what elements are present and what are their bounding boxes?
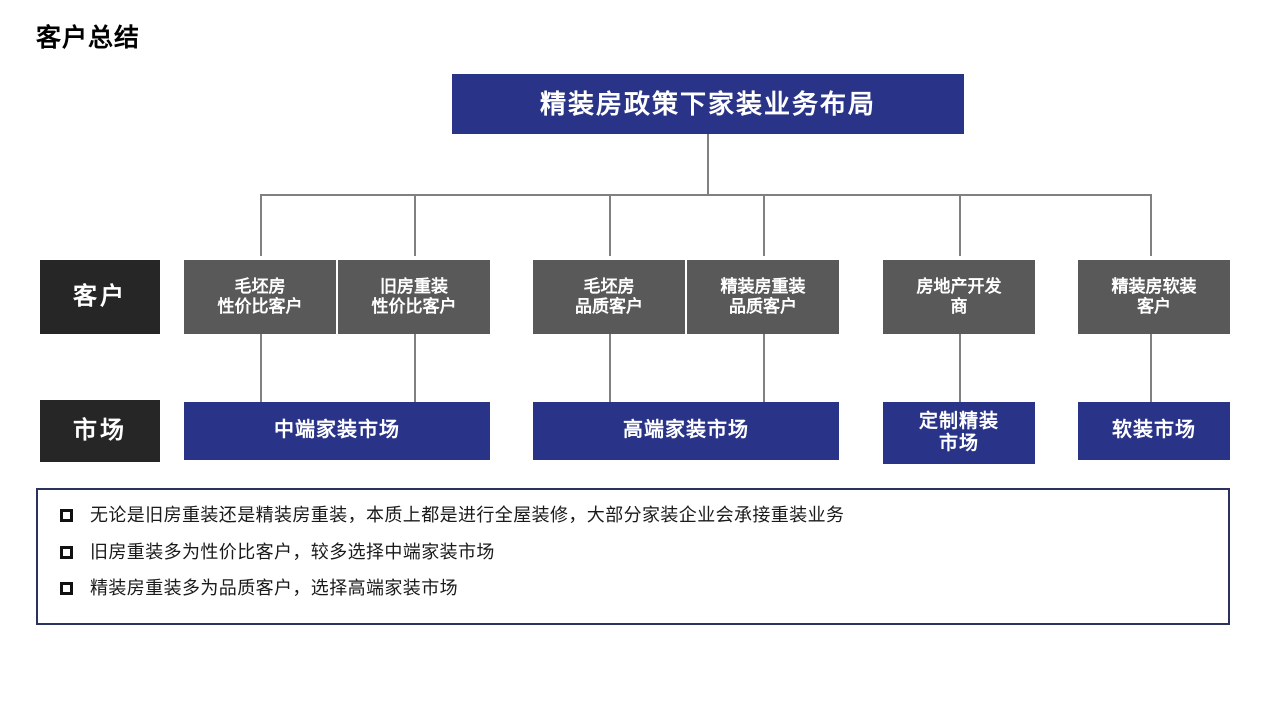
note-text-2: 旧房重装多为性价比客户，较多选择中端家装市场	[90, 541, 495, 562]
market-box-high-end[interactable]: 高端家装市场	[533, 402, 839, 460]
customer-box-3[interactable]: 毛坯房 品质客户	[533, 260, 685, 334]
market-box-mid-range[interactable]: 中端家装市场	[184, 402, 490, 460]
notes-panel: 无论是旧房重装还是精装房重装，本质上都是进行全屋装修，大部分家装企业会承接重装业…	[36, 488, 1230, 625]
note-item-2: 旧房重装多为性价比客户，较多选择中端家装市场	[38, 541, 1228, 564]
page-title: 客户总结	[36, 24, 141, 52]
square-bullet-icon	[60, 582, 73, 595]
connector-drop-customer-1	[260, 194, 262, 256]
root-node-box[interactable]: 精装房政策下家装业务布局	[452, 74, 964, 134]
connector-horizontal-bus	[261, 194, 1151, 196]
market-box-custom-fine-decoration[interactable]: 定制精装 市场	[883, 402, 1035, 464]
square-bullet-icon	[60, 509, 73, 522]
customer-box-4[interactable]: 精装房重装 品质客户	[687, 260, 839, 334]
connector-drop-customer-5	[959, 194, 961, 256]
customer-box-6[interactable]: 精装房软装 客户	[1078, 260, 1230, 334]
connector-drop-customer-4	[763, 194, 765, 256]
connector-drop-customer-2	[414, 194, 416, 256]
connector-customer6-market4	[1150, 334, 1152, 402]
connector-customer2-market1	[414, 334, 416, 402]
customer-box-2[interactable]: 旧房重装 性价比客户	[338, 260, 490, 334]
customer-box-1[interactable]: 毛坯房 性价比客户	[184, 260, 336, 334]
connector-customer5-market3	[959, 334, 961, 402]
connector-drop-customer-3	[609, 194, 611, 256]
row-label-customer: 客户	[40, 260, 160, 334]
row-label-market: 市场	[40, 400, 160, 462]
customer-box-5[interactable]: 房地产开发 商	[883, 260, 1035, 334]
connector-customer3-market2	[609, 334, 611, 402]
connector-customer1-market1	[260, 334, 262, 402]
square-bullet-icon	[60, 545, 73, 559]
note-text-3: 精装房重装多为品质客户，选择高端家装市场	[90, 578, 458, 598]
connector-root-stem	[707, 134, 709, 195]
note-item-1: 无论是旧房重装还是精装房重装，本质上都是进行全屋装修，大部分家装企业会承接重装业…	[38, 504, 1228, 527]
market-box-soft-decoration[interactable]: 软装市场	[1078, 402, 1230, 460]
connector-drop-customer-6	[1150, 194, 1152, 256]
note-item-3: 精装房重装多为品质客户，选择高端家装市场	[38, 577, 1228, 600]
connector-customer4-market2	[763, 334, 765, 402]
note-text-1: 无论是旧房重装还是精装房重装，本质上都是进行全屋装修，大部分家装企业会承接重装业…	[90, 505, 845, 525]
